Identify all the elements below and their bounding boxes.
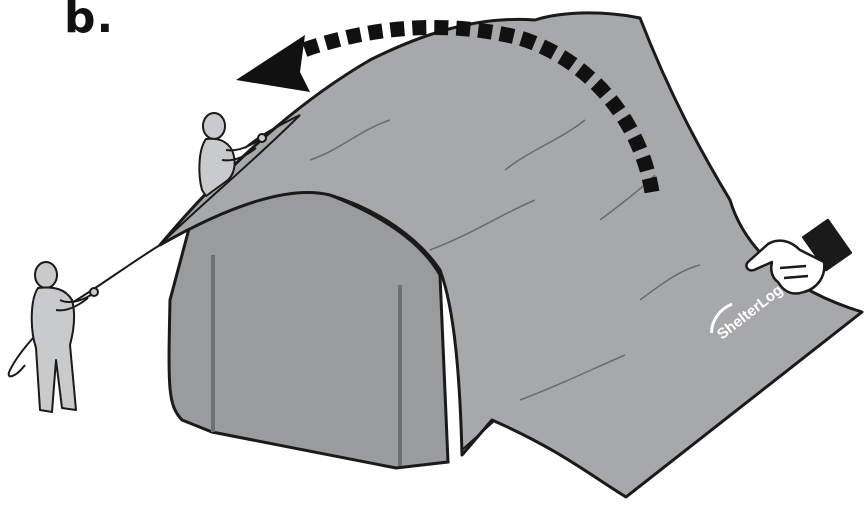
step-label: b. bbox=[64, 0, 114, 43]
person-ground bbox=[32, 262, 98, 412]
